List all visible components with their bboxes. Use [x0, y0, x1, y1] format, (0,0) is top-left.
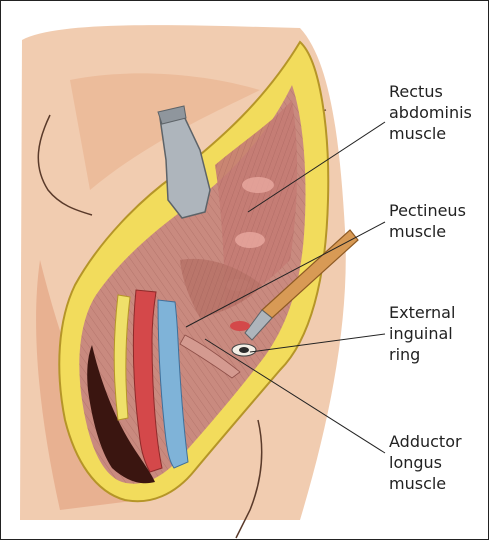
adductor-longus — [179, 334, 241, 379]
label-adductor-line1: Adductor — [389, 432, 462, 451]
femoral-artery — [132, 289, 163, 473]
label-pectineus-line2: muscle — [389, 222, 447, 241]
label-pectineus: Pectineus muscle — [389, 200, 466, 242]
retractor-blade — [159, 111, 211, 219]
label-external-line3: ring — [389, 345, 421, 364]
femoral-vein — [157, 299, 189, 469]
dark-tissue — [87, 345, 155, 484]
elevator-tip — [244, 309, 273, 341]
label-rectus-line1: Rectus — [389, 82, 443, 101]
rectus-abdominis-fibers — [215, 100, 298, 310]
label-pectineus-line1: Pectineus — [389, 201, 466, 220]
thigh-contour — [37, 114, 93, 216]
label-adductor-longus: Adductor longus muscle — [389, 431, 462, 494]
inguinal-ring-dark — [239, 347, 249, 353]
skin-shading — [36, 260, 140, 510]
retractor-handle — [157, 105, 187, 125]
label-external-inguinal-ring: External inguinal ring — [389, 302, 455, 365]
label-rectus-abdominis: Rectus abdominis muscle — [389, 81, 472, 144]
rectus-highlight-2 — [235, 232, 265, 248]
label-rectus-line2: abdominis — [389, 103, 472, 122]
leader-line-adductor — [204, 338, 386, 454]
label-adductor-line2: longus — [389, 453, 443, 472]
leader-line-pectineus — [185, 221, 386, 328]
leader-line-rectus — [247, 121, 386, 213]
femoral-nerve — [113, 294, 131, 421]
label-external-line2: inguinal — [389, 324, 453, 343]
lower-contour — [235, 419, 263, 539]
label-adductor-line3: muscle — [389, 474, 447, 493]
label-external-line1: External — [389, 303, 456, 322]
label-rectus-line3: muscle — [389, 124, 447, 143]
leader-line-external — [249, 333, 386, 353]
pectineus-fibers — [180, 258, 262, 318]
rectus-highlight-1 — [242, 177, 274, 193]
inguinal-ring-red — [230, 321, 250, 331]
